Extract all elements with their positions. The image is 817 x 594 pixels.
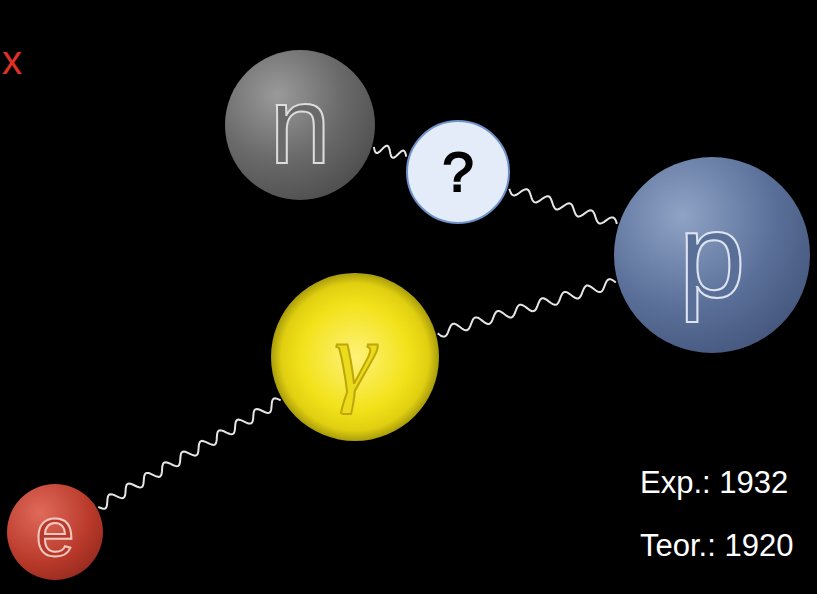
particle-symbol: e xyxy=(36,497,75,567)
wavy-connector xyxy=(374,146,406,158)
photon-circle: γ xyxy=(271,273,439,441)
particle-symbol: γ xyxy=(335,305,376,409)
unknown-particle-circle: ? xyxy=(406,120,510,224)
wavy-connector xyxy=(438,279,616,336)
neutron-circle: n xyxy=(225,50,375,200)
electron-circle: e xyxy=(7,484,103,580)
theory-year: Teor.: 1920 xyxy=(640,528,793,564)
wavy-connector xyxy=(98,398,281,509)
particle-symbol: ? xyxy=(442,144,473,200)
wavy-connector xyxy=(509,189,617,224)
proton-circle: p xyxy=(614,157,810,353)
particle-symbol: n xyxy=(269,70,330,180)
cut-mark: x xyxy=(2,38,22,83)
experiment-year: Exp.: 1932 xyxy=(640,465,788,501)
particle-symbol: p xyxy=(679,195,746,315)
